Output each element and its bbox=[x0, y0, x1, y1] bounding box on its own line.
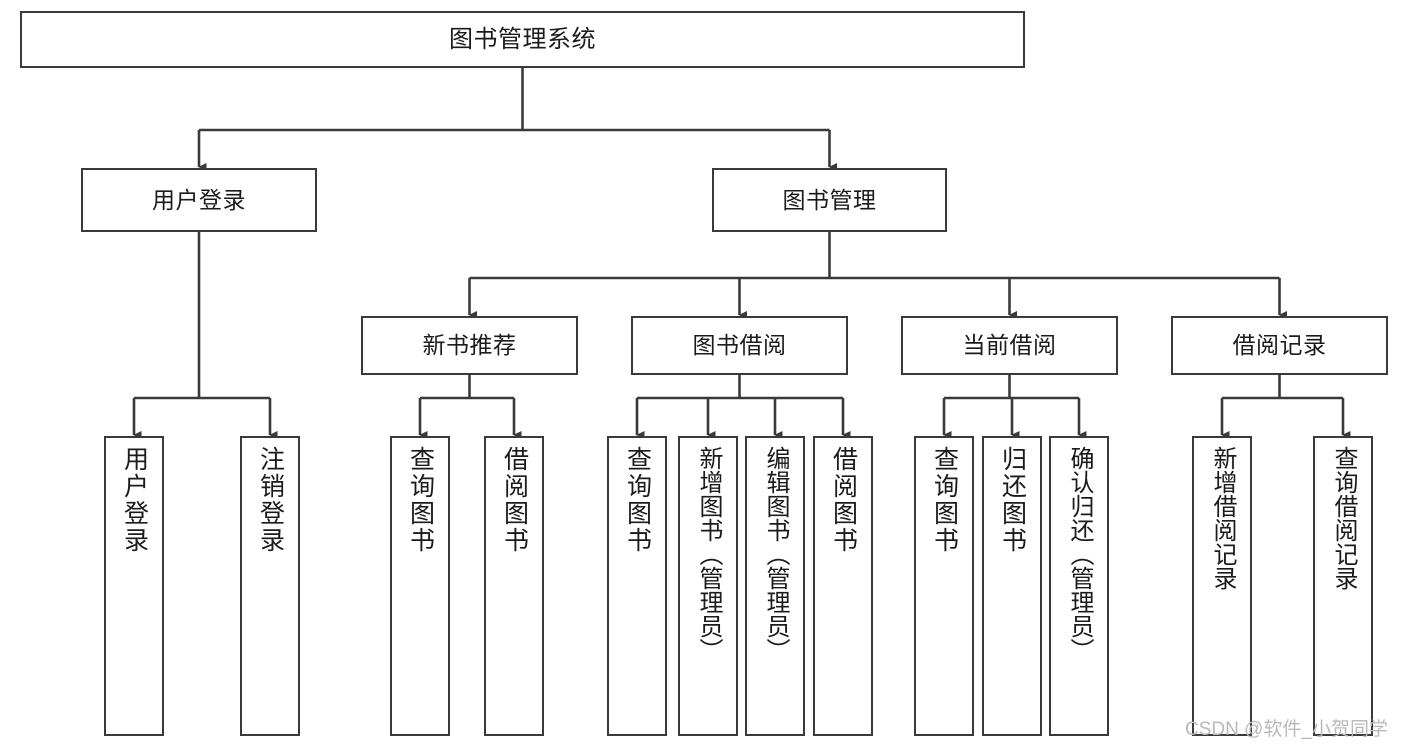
node-leaf-borrow-book-2[interactable]: 借阅图书 bbox=[813, 436, 873, 736]
node-leaf-confirm-return-label: 确认归还（管理员） bbox=[1065, 446, 1093, 662]
node-leaf-add-book[interactable]: 新增图书（管理员） bbox=[678, 436, 738, 736]
node-new-book-rec[interactable]: 新书推荐 bbox=[361, 316, 578, 375]
node-user-login[interactable]: 用户登录 bbox=[81, 168, 317, 232]
node-leaf-query-book-2-label: 查询图书 bbox=[623, 446, 652, 554]
node-leaf-user-logout-label: 注销登录 bbox=[256, 446, 285, 554]
node-borrow-record[interactable]: 借阅记录 bbox=[1171, 316, 1388, 375]
node-leaf-user-login-label: 用户登录 bbox=[120, 446, 149, 554]
node-leaf-edit-book[interactable]: 编辑图书（管理员） bbox=[745, 436, 805, 736]
node-current-borrow[interactable]: 当前借阅 bbox=[901, 316, 1118, 375]
node-book-borrow[interactable]: 图书借阅 bbox=[631, 316, 848, 375]
node-leaf-add-book-label: 新增图书（管理员） bbox=[694, 446, 722, 662]
node-current-borrow-label: 当前借阅 bbox=[962, 332, 1057, 359]
node-leaf-return-book[interactable]: 归还图书 bbox=[982, 436, 1042, 736]
node-user-login-label: 用户登录 bbox=[152, 186, 246, 213]
node-leaf-add-record[interactable]: 新增借阅记录 bbox=[1192, 436, 1252, 736]
node-leaf-user-logout[interactable]: 注销登录 bbox=[240, 436, 300, 736]
node-book-manage[interactable]: 图书管理 bbox=[712, 168, 947, 232]
node-leaf-query-book-1-label: 查询图书 bbox=[406, 446, 435, 554]
node-new-book-rec-label: 新书推荐 bbox=[422, 332, 517, 359]
node-leaf-query-book-3-label: 查询图书 bbox=[930, 446, 959, 554]
node-leaf-query-record-label: 查询借阅记录 bbox=[1329, 446, 1357, 590]
node-leaf-query-book-2[interactable]: 查询图书 bbox=[607, 436, 667, 736]
node-leaf-confirm-return[interactable]: 确认归还（管理员） bbox=[1049, 436, 1109, 736]
node-root[interactable]: 图书管理系统 bbox=[20, 11, 1025, 68]
node-root-label: 图书管理系统 bbox=[449, 25, 596, 53]
node-leaf-add-record-label: 新增借阅记录 bbox=[1208, 446, 1236, 590]
node-leaf-edit-book-label: 编辑图书（管理员） bbox=[761, 446, 789, 662]
node-leaf-return-book-label: 归还图书 bbox=[998, 446, 1027, 554]
csdn-watermark: CSDN @软件_小贺同学 bbox=[1185, 719, 1388, 740]
node-leaf-borrow-book-1-label: 借阅图书 bbox=[500, 446, 529, 554]
node-book-borrow-label: 图书借阅 bbox=[692, 332, 787, 359]
node-leaf-user-login[interactable]: 用户登录 bbox=[104, 436, 164, 736]
node-leaf-query-book-3[interactable]: 查询图书 bbox=[914, 436, 974, 736]
node-leaf-query-book-1[interactable]: 查询图书 bbox=[390, 436, 450, 736]
node-borrow-record-label: 借阅记录 bbox=[1232, 332, 1327, 359]
node-leaf-borrow-book-2-label: 借阅图书 bbox=[829, 446, 858, 554]
node-leaf-query-record[interactable]: 查询借阅记录 bbox=[1313, 436, 1373, 736]
node-leaf-borrow-book-1[interactable]: 借阅图书 bbox=[484, 436, 544, 736]
node-book-manage-label: 图书管理 bbox=[782, 186, 877, 213]
